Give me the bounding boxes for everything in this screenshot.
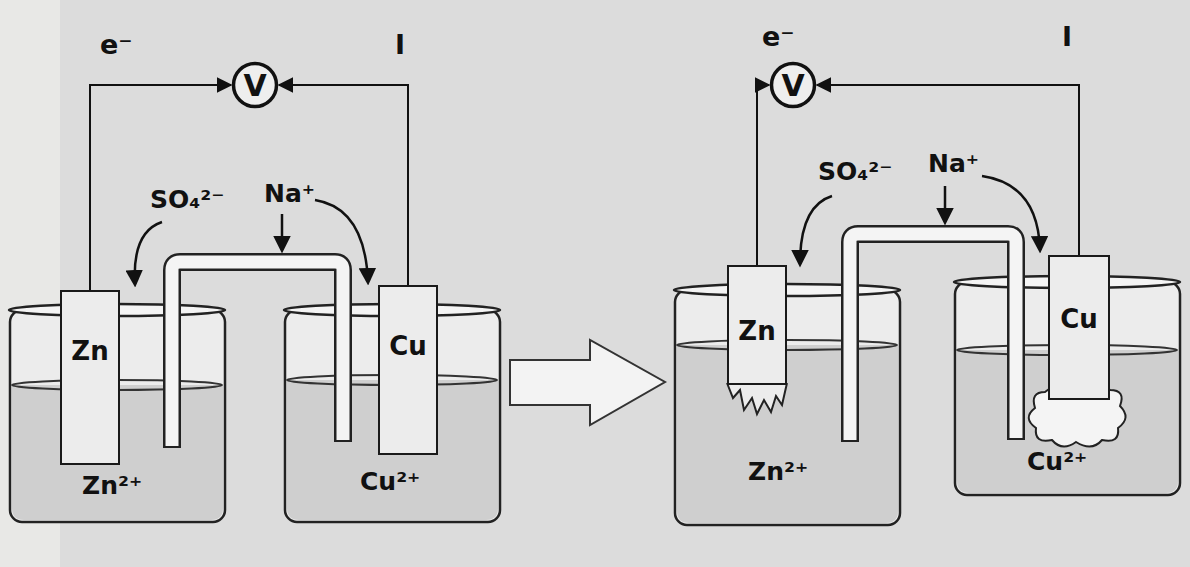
salt-bridge-2 — [850, 234, 1016, 442]
ion-label: Zn²⁺ — [748, 458, 808, 486]
node-text: V — [781, 69, 804, 102]
ion-label: SO₄²⁻ — [150, 186, 224, 214]
salt-bridge-1 — [172, 262, 343, 448]
node-text: Cu — [380, 332, 436, 361]
wire — [90, 85, 231, 290]
ion-label: Na⁺ — [264, 180, 315, 208]
voltmeter: V — [769, 61, 817, 109]
voltmeter-circle — [234, 64, 277, 107]
ion-arrows-2 — [800, 176, 1040, 264]
node-text: Zn — [729, 317, 785, 346]
ion-label: SO₄²⁻ — [818, 158, 892, 186]
voltmeter-circle — [772, 64, 815, 107]
node-text: Cu — [1050, 305, 1108, 334]
electrode: Cu — [1048, 255, 1110, 400]
ion-label: Cu²⁺ — [1027, 448, 1087, 476]
electrode: Zn — [60, 290, 120, 465]
voltmeter: V — [231, 61, 279, 109]
transition-arrow — [510, 340, 665, 425]
wire-label: e⁻ — [100, 30, 133, 60]
wire-label: e⁻ — [762, 22, 795, 52]
ion-label: Cu²⁺ — [360, 468, 420, 496]
ion-label: Na⁺ — [928, 150, 979, 178]
electrode: Cu — [378, 285, 438, 455]
node-text: V — [243, 69, 266, 102]
beaker-left-2 — [674, 284, 900, 525]
wire-label: I — [395, 30, 405, 60]
corroded-zinc — [727, 383, 787, 414]
wire — [817, 85, 1079, 255]
wire — [757, 85, 769, 265]
node-text: Zn — [62, 337, 118, 366]
electrode: Zn — [727, 265, 787, 385]
wire-label: I — [1062, 22, 1072, 52]
ion-label: Zn²⁺ — [82, 472, 142, 500]
